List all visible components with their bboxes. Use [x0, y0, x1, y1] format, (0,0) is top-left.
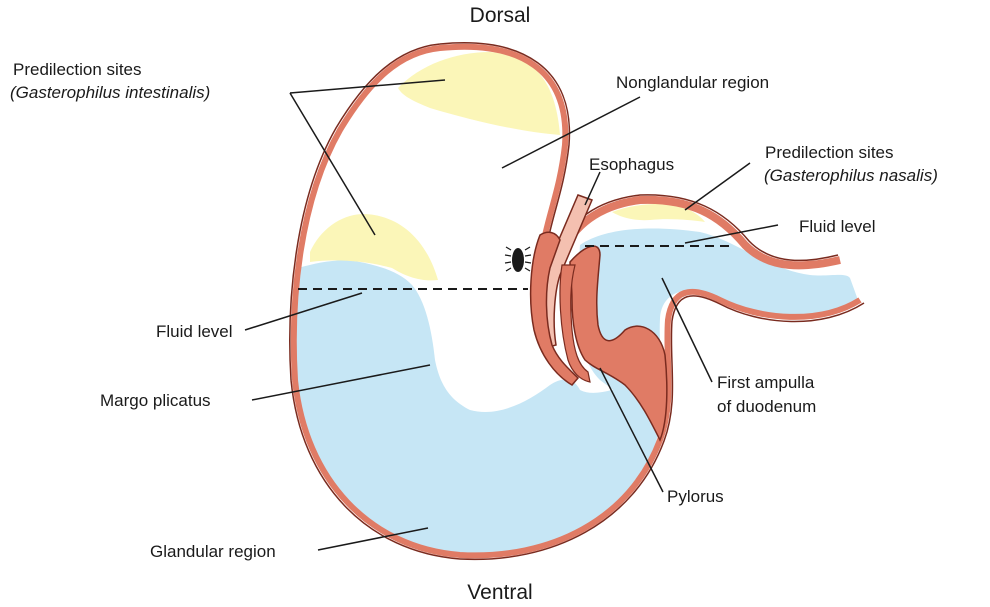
leader-nasalis: [685, 163, 750, 210]
label-first-ampulla: First ampulla: [717, 372, 814, 393]
label-ventral: Ventral: [440, 582, 560, 603]
label-gasterophilus-nasalis: (Gasterophilus nasalis): [764, 165, 938, 186]
label-fluid-level-left: Fluid level: [156, 321, 233, 342]
label-fluid-level-right: Fluid level: [799, 216, 876, 237]
label-dorsal: Dorsal: [440, 5, 560, 26]
label-predilection-intestinalis: Predilection sites: [13, 59, 142, 80]
label-esophagus: Esophagus: [589, 154, 674, 175]
label-pylorus: Pylorus: [667, 486, 724, 507]
label-nonglandular-region: Nonglandular region: [616, 72, 769, 93]
label-glandular-region: Glandular region: [150, 541, 276, 562]
label-margo-plicatus: Margo plicatus: [100, 390, 211, 411]
label-predilection-nasalis: Predilection sites: [765, 142, 894, 163]
label-of-duodenum: of duodenum: [717, 396, 816, 417]
label-gasterophilus-intestinalis: (Gasterophilus intestinalis): [10, 82, 210, 103]
